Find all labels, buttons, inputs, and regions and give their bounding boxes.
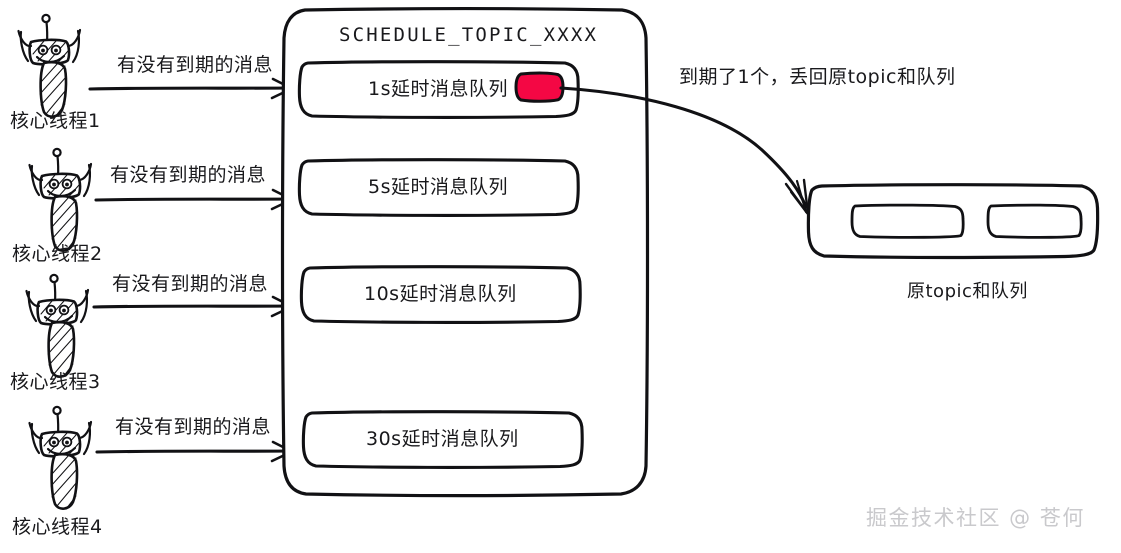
queue-box-1[interactable]	[297, 158, 580, 217]
thread-figure-4	[28, 405, 93, 510]
queue-label-1s: 1s延时消息队列	[368, 78, 508, 100]
arrow-label-expired-to-topic: 到期了1个，丢回原topic和队列	[679, 66, 956, 88]
thread-figure-1	[17, 13, 82, 118]
thread-name-3: 核心线程3	[10, 371, 101, 393]
queue-label-30s: 30s延时消息队列	[366, 428, 519, 450]
arrow-thread-3	[92, 295, 294, 318]
queue-label-5s: 5s延时消息队列	[368, 176, 508, 198]
arrow-label-thread-4: 有没有到期的消息	[115, 416, 272, 438]
thread-name-2: 核心线程2	[12, 243, 103, 265]
arrow-thread-4	[95, 440, 294, 463]
arrow-label-thread-2: 有没有到期的消息	[110, 164, 267, 186]
queue-box-3[interactable]	[301, 410, 584, 469]
original-topic-box[interactable]	[806, 183, 1100, 260]
expired-message-marker	[514, 71, 565, 103]
arrow-thread-2	[94, 188, 294, 211]
queue-box-2[interactable]	[299, 265, 582, 324]
arrow-label-thread-3: 有没有到期的消息	[112, 273, 269, 295]
arrow-label-thread-1: 有没有到期的消息	[117, 54, 274, 76]
queue-box-0[interactable]	[297, 60, 580, 119]
thread-name-1: 核心线程1	[10, 110, 101, 132]
arrow-thread-1	[88, 77, 294, 100]
arrow-expired-to-topic	[559, 86, 810, 216]
thread-figure-2	[28, 147, 93, 252]
thread-name-4: 核心线程4	[12, 516, 103, 538]
original-topic-caption: 原topic和队列	[907, 281, 1028, 302]
schedule-topic-container	[280, 7, 650, 498]
watermark: 掘金技术社区 @ 苍何	[866, 506, 1085, 530]
schedule-topic-title: SCHEDULE_TOPIC_XXXX	[339, 24, 599, 46]
queue-label-10s: 10s延时消息队列	[364, 283, 517, 305]
thread-figure-3	[25, 273, 90, 378]
